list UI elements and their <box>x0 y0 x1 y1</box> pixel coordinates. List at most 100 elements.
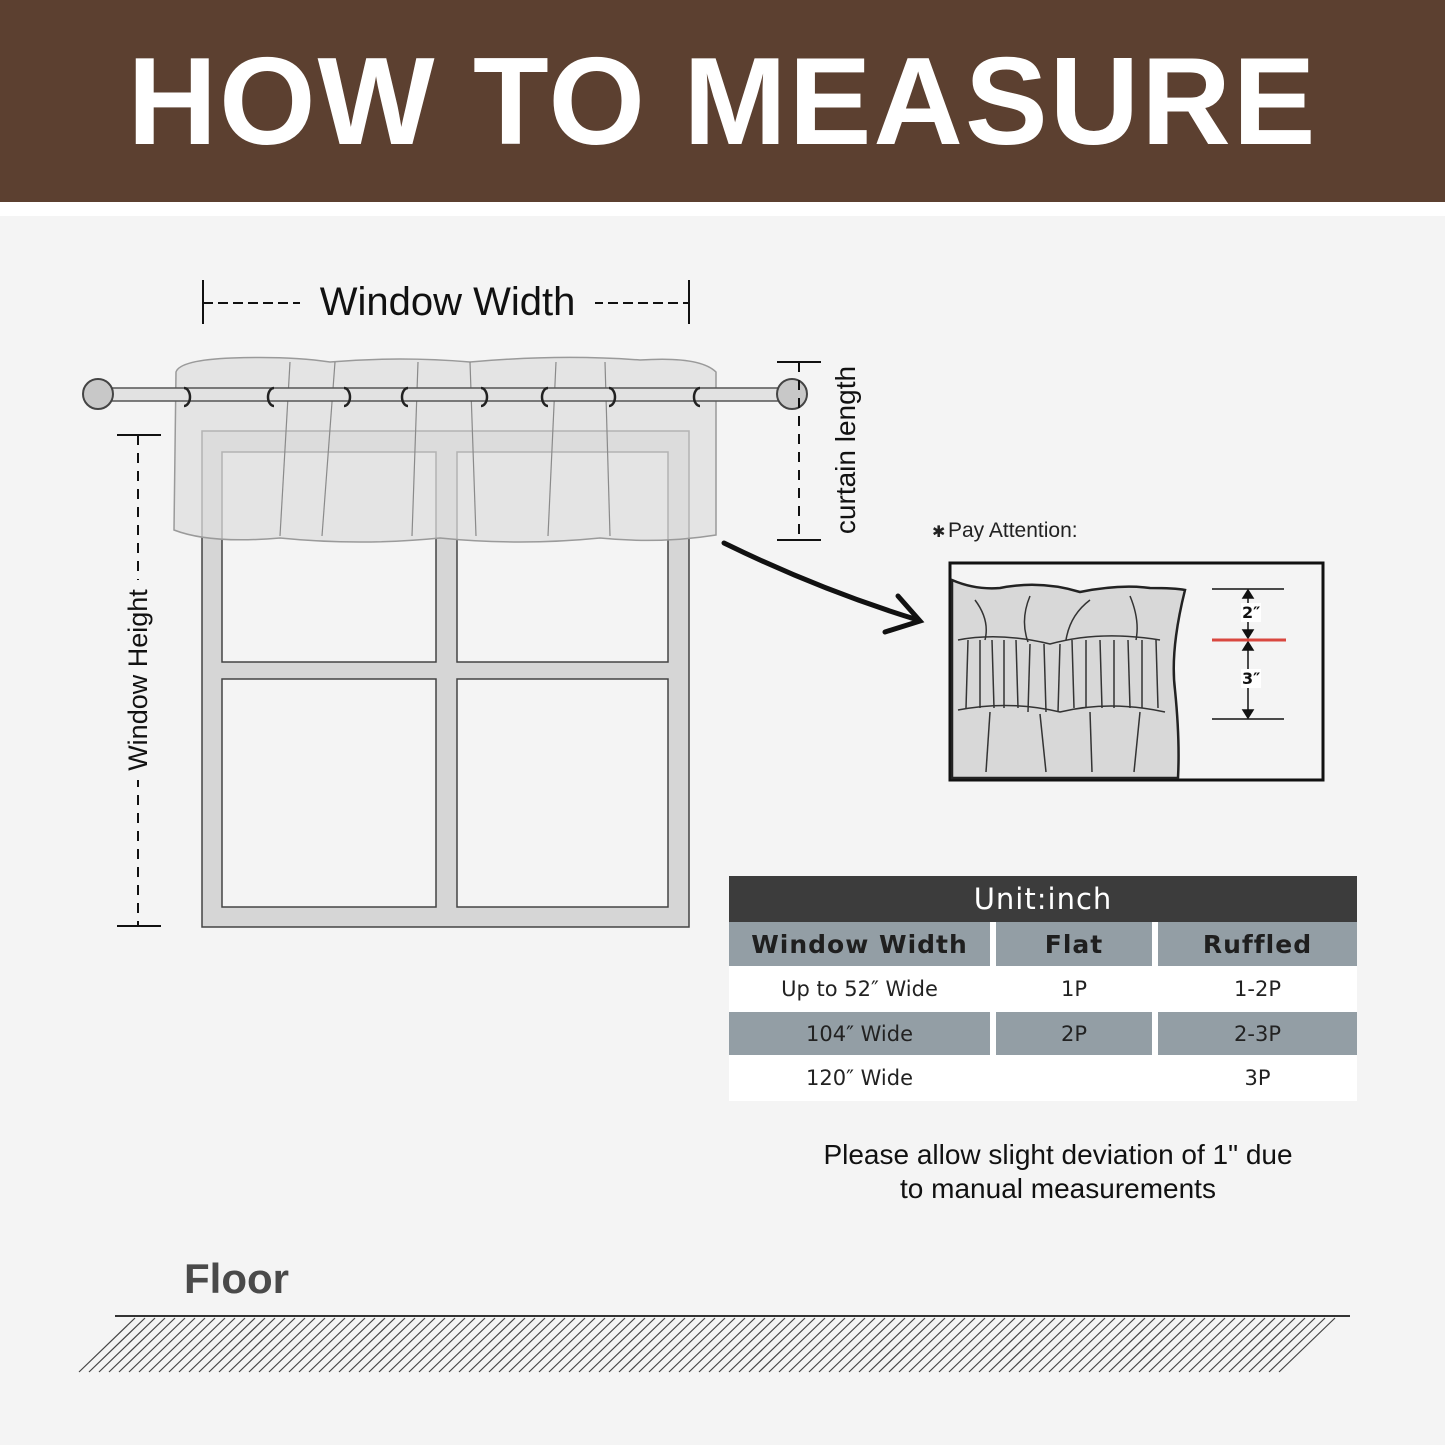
deviation-note-line-2: to manual measurements <box>900 1173 1216 1204</box>
hatch-line <box>458 1317 516 1373</box>
hatch-line <box>1088 1317 1146 1373</box>
hatch-line <box>368 1317 426 1373</box>
hatch-line <box>888 1317 946 1373</box>
hatch-line <box>938 1317 996 1373</box>
hatch-line <box>168 1317 226 1373</box>
hatch-line <box>588 1317 646 1373</box>
hatch-line <box>968 1317 1026 1373</box>
hatch-line <box>208 1317 266 1373</box>
hatch-line <box>528 1317 586 1373</box>
hatch-line <box>408 1317 466 1373</box>
window-height-dimension <box>117 434 161 927</box>
pay-attention-label: Pay Attention: <box>948 519 1078 542</box>
hatch-line <box>198 1317 256 1373</box>
hatch-line <box>1278 1317 1336 1373</box>
hatch-line <box>268 1317 326 1373</box>
hatch-line <box>798 1317 856 1373</box>
hatch-line <box>338 1317 396 1373</box>
hatch-line <box>758 1317 816 1373</box>
hatch-line <box>278 1317 336 1373</box>
hatch-line <box>1118 1317 1176 1373</box>
hatch-line <box>568 1317 626 1373</box>
hatch-line <box>78 1317 136 1373</box>
hatch-line <box>88 1317 146 1373</box>
hatch-line <box>538 1317 596 1373</box>
hatch-line <box>1098 1317 1156 1373</box>
page-title: HOW TO MEASURE <box>127 33 1318 171</box>
hatch-line <box>438 1317 496 1373</box>
hatch-line <box>778 1317 836 1373</box>
unit-header: Unit:inch <box>729 876 1357 922</box>
hatch-line <box>1168 1317 1226 1373</box>
curtain-rod <box>82 378 808 410</box>
hatch-line <box>188 1317 246 1373</box>
hatch-line <box>1058 1317 1116 1373</box>
valance-curtain <box>173 356 717 543</box>
hatch-line <box>768 1317 826 1373</box>
hatch-line <box>218 1317 276 1373</box>
hatch-line <box>868 1317 926 1373</box>
hatch-line <box>808 1317 866 1373</box>
hatch-line <box>228 1317 286 1373</box>
hatch-line <box>718 1317 776 1373</box>
hatch-line <box>1238 1317 1296 1373</box>
hatch-line <box>918 1317 976 1373</box>
hatch-line <box>838 1317 896 1373</box>
hatch-line <box>298 1317 356 1373</box>
hatch-line <box>1018 1317 1076 1373</box>
star-icon: ✱ <box>932 524 946 541</box>
hatch-line <box>448 1317 506 1373</box>
detail-arrow <box>721 540 925 635</box>
hatch-line <box>1108 1317 1166 1373</box>
hatch-line <box>978 1317 1036 1373</box>
hatch-line <box>98 1317 156 1373</box>
hatch-line <box>138 1317 196 1373</box>
table-cell: 2-3P <box>1152 1012 1357 1055</box>
hatch-line <box>1158 1317 1216 1373</box>
hatch-line <box>398 1317 456 1373</box>
hatch-line <box>418 1317 476 1373</box>
hatch-line <box>468 1317 526 1373</box>
hatch-line <box>828 1317 886 1373</box>
hatch-line <box>258 1317 316 1373</box>
table-cell: 2P <box>990 1012 1155 1055</box>
hatch-line <box>578 1317 636 1373</box>
curtain-length-label: curtain length <box>830 350 861 550</box>
hatch-line <box>1148 1317 1206 1373</box>
hatch-line <box>428 1317 486 1373</box>
table-row: Up to 52″ Wide 1P 1-2P <box>729 966 1357 1012</box>
hatch-line <box>1258 1317 1316 1373</box>
hatch-line <box>658 1317 716 1373</box>
hatch-line <box>318 1317 376 1373</box>
hatch-line <box>908 1317 966 1373</box>
size-table: Unit:inch Window Width Flat Ruffled Up t… <box>729 876 1357 1101</box>
hatch-line <box>848 1317 906 1373</box>
column-header-flat: Flat <box>990 922 1155 966</box>
hatch-line <box>1008 1317 1066 1373</box>
pay-attention: ✱Pay Attention: <box>932 518 1078 546</box>
hatch-line <box>108 1317 166 1373</box>
hatch-line <box>858 1317 916 1373</box>
hatch-line <box>148 1317 206 1373</box>
bottom-measure-label: 3″ <box>1241 669 1262 688</box>
hatch-line <box>378 1317 436 1373</box>
hatch-line <box>1178 1317 1236 1373</box>
hatch-line <box>1068 1317 1126 1373</box>
hatch-line <box>1208 1317 1266 1373</box>
hatch-line <box>1188 1317 1246 1373</box>
table-cell: 3P <box>1152 1055 1357 1101</box>
hatch-line <box>1198 1317 1256 1373</box>
table-cell: 104″ Wide <box>729 1012 993 1055</box>
hatch-line <box>928 1317 986 1373</box>
hatch-line <box>958 1317 1016 1373</box>
hatch-line <box>688 1317 746 1373</box>
hatch-line <box>698 1317 756 1373</box>
column-header-window-width: Window Width <box>729 922 993 966</box>
floor-label: Floor <box>184 1255 289 1302</box>
hatch-line <box>988 1317 1046 1373</box>
hatch-line <box>508 1317 566 1373</box>
table-column-headers: Window Width Flat Ruffled <box>729 922 1357 966</box>
hatch-line <box>628 1317 686 1373</box>
floor-hatch-lines <box>78 1317 1336 1373</box>
hatch-line <box>638 1317 696 1373</box>
